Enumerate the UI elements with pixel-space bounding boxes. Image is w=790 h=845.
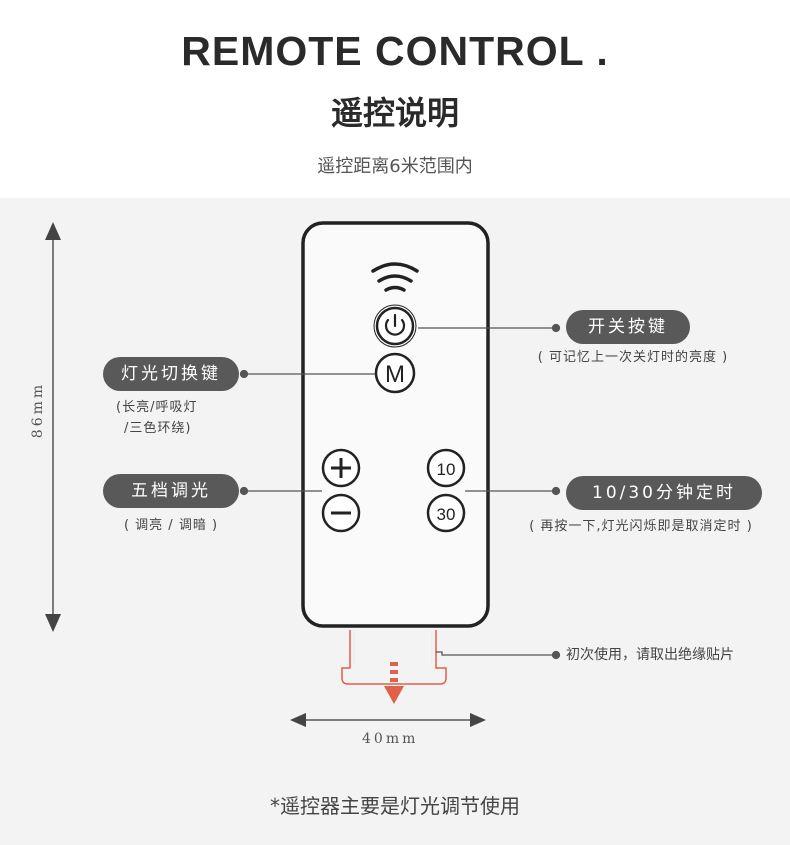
width-label: 40mm	[362, 731, 419, 747]
timer-10-label: 10	[437, 460, 456, 479]
height-label: 86mm	[30, 381, 47, 439]
footer-note: *遥控器主要是灯光调节使用	[270, 794, 520, 818]
timer-10-button[interactable]: 10	[426, 448, 466, 488]
tab-leader	[436, 651, 556, 656]
dim-callout-note: ( 调亮 / 调暗 )	[123, 518, 219, 533]
insulation-tab	[341, 630, 447, 685]
timer-callout-title: 10/30分钟定时	[566, 476, 762, 510]
height-dimension-arrow	[45, 222, 61, 632]
brightness-down-button[interactable]	[321, 493, 361, 533]
signal-icon	[371, 262, 419, 292]
brightness-up-button[interactable]	[321, 448, 361, 488]
timer-callout-note: ( 再按一下,灯光闪烁即是取消定时 )	[529, 519, 753, 534]
mode-callout-title: 灯光切换键	[103, 357, 239, 391]
mode-button[interactable]: M	[374, 352, 416, 394]
remote-body	[301, 221, 490, 628]
range-text: 遥控距离6米范围内	[317, 156, 473, 177]
timer-30-label: 30	[437, 505, 456, 524]
leader-lines	[239, 323, 561, 660]
dim-callout-title: 五档调光	[103, 474, 239, 508]
timer-30-button[interactable]: 30	[426, 493, 466, 533]
power-button[interactable]	[373, 304, 417, 348]
page-subtitle: 遥控说明	[330, 94, 459, 132]
power-icon	[384, 318, 406, 336]
power-callout-title: 开关按键	[566, 310, 690, 344]
tab-callout-note: 初次使用，请取出绝缘贴片	[566, 647, 734, 663]
power-callout-note: ( 可记忆上一次关灯时的亮度 )	[537, 350, 729, 365]
width-dimension-arrow	[290, 713, 486, 727]
header-band	[0, 0, 790, 198]
mode-callout-note-line1: (长亮/呼吸灯	[116, 400, 198, 415]
mode-button-label: M	[385, 361, 405, 388]
pull-arrow-icon	[384, 662, 404, 704]
mode-callout-note-line2: /三色环绕)	[124, 421, 192, 436]
page-title: REMOTE CONTROL .	[181, 28, 609, 74]
